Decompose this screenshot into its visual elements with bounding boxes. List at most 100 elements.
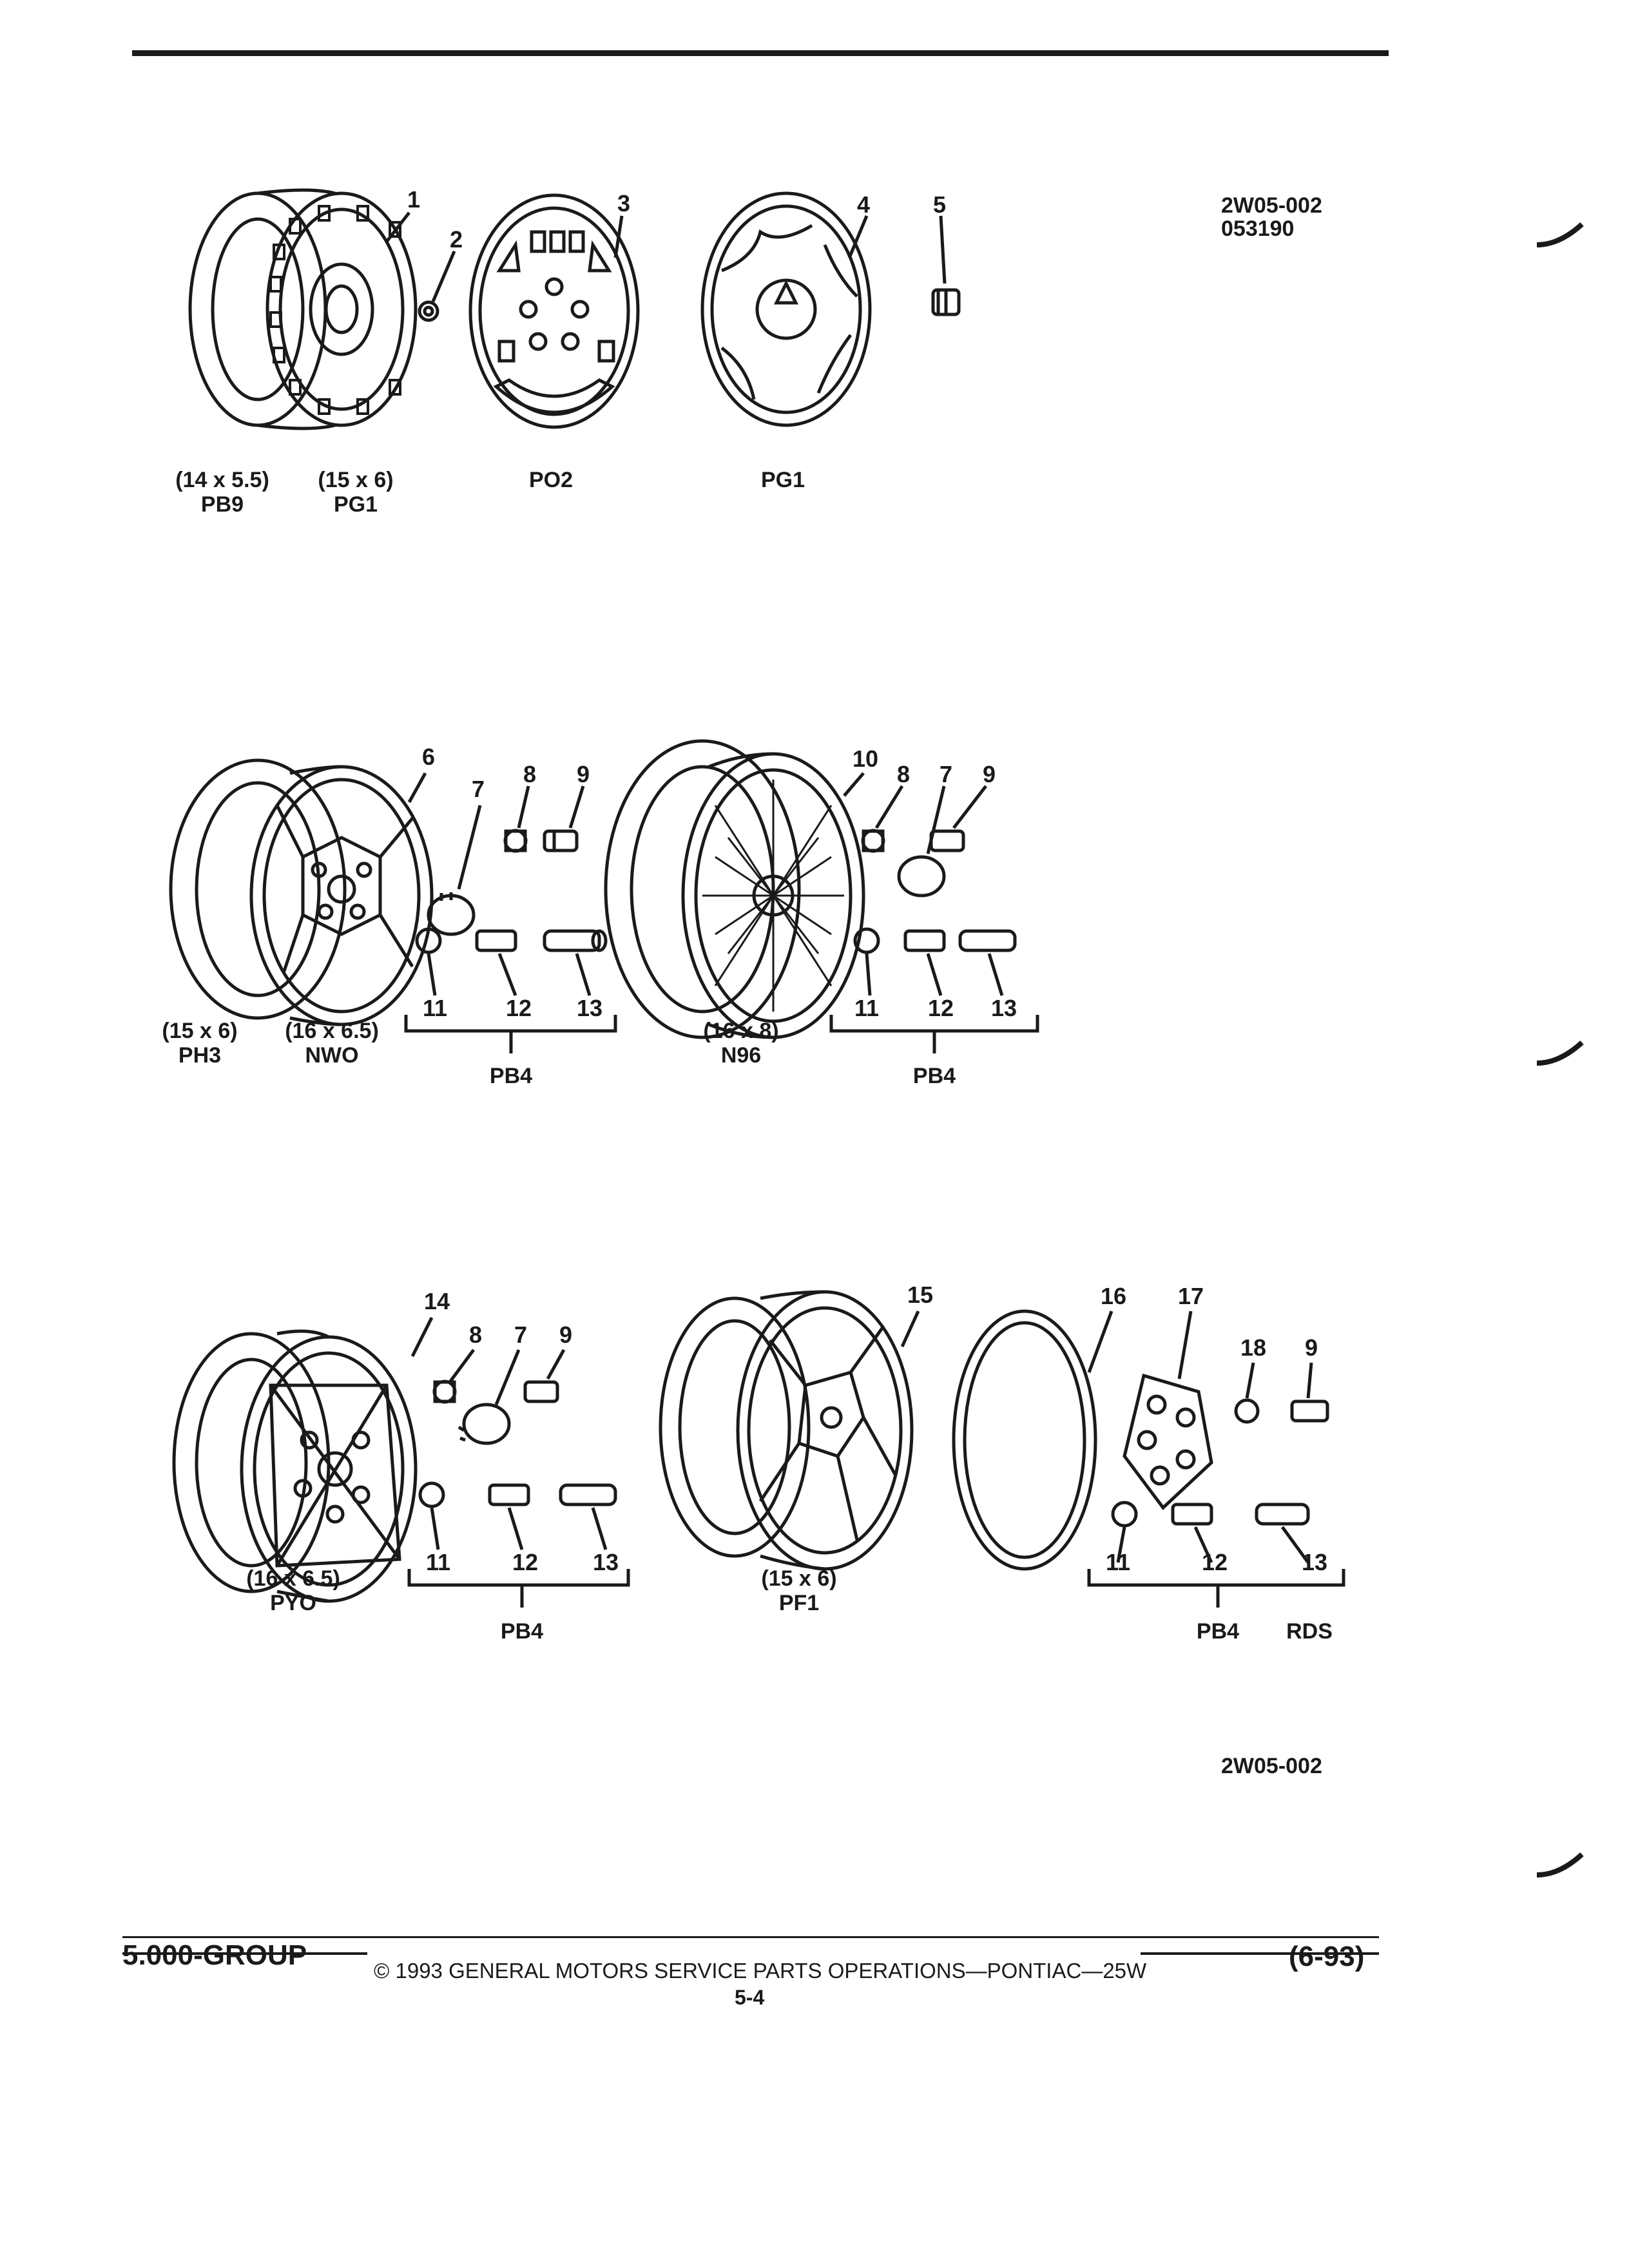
- callout-9: 9: [559, 1321, 573, 1348]
- size-label: (15 x 6): [318, 468, 394, 492]
- group-code: RDS: [1286, 1619, 1333, 1644]
- callout-12: 12: [1201, 1549, 1228, 1575]
- option-code: N96: [720, 1043, 762, 1068]
- lug-nut-8a: [503, 829, 528, 853]
- callout-6: 6: [421, 744, 436, 770]
- callout-9: 9: [1304, 1334, 1318, 1361]
- callout-13: 13: [592, 1549, 619, 1575]
- callout-8: 8: [523, 761, 537, 787]
- lug-nut-13b: [958, 929, 1017, 952]
- callout-7: 7: [514, 1321, 528, 1348]
- lug-nut-12b: [903, 929, 946, 952]
- callout-14: 14: [423, 1288, 450, 1314]
- callout-12: 12: [505, 995, 532, 1021]
- option-code: PH3: [178, 1043, 222, 1068]
- lock-nut-9b: [929, 829, 965, 852]
- size-label: (15 x 6): [761, 1566, 837, 1591]
- callout-11: 11: [425, 1549, 451, 1575]
- lug-nut-13c: [559, 1483, 617, 1506]
- binder-mark: [1536, 1852, 1584, 1878]
- callout-11: 11: [1105, 1549, 1131, 1575]
- group-code: PB4: [489, 1064, 533, 1088]
- binder-mark: [1536, 222, 1584, 247]
- lock-nut-9c: [523, 1380, 559, 1403]
- callout-9: 9: [576, 761, 590, 787]
- lug-nut-8c: [432, 1379, 457, 1404]
- callout-11: 11: [854, 995, 880, 1021]
- option-code: PYO: [270, 1591, 316, 1615]
- footer-rule-left: [122, 1952, 367, 1955]
- lug-nut-13d: [1255, 1503, 1310, 1526]
- illustration-code: 2W05-002: [1221, 193, 1322, 218]
- callout-7: 7: [939, 761, 953, 787]
- wheel-15: [659, 1290, 914, 1571]
- lug-nut-11b: [853, 927, 880, 954]
- lug-nut-11a: [415, 927, 442, 954]
- size-label: (16 x 8): [703, 1019, 779, 1043]
- callout-8: 8: [896, 761, 911, 787]
- callout-13: 13: [576, 995, 603, 1021]
- lug-nut-11c: [418, 1481, 445, 1508]
- callout-5: 5: [932, 191, 947, 218]
- callout-10: 10: [852, 745, 879, 772]
- lug-nut-12c: [488, 1483, 530, 1506]
- lug-nut-13a: [543, 929, 608, 952]
- wheel-cover-4: [700, 191, 872, 427]
- callout-2: 2: [449, 226, 463, 253]
- group-code: PB4: [500, 1619, 544, 1644]
- date-code: 053190: [1221, 216, 1295, 241]
- lug-nut-5: [931, 288, 961, 316]
- option-code: NWO: [305, 1043, 359, 1068]
- callout-18: 18: [1240, 1334, 1267, 1361]
- wheel-6: [169, 758, 434, 1026]
- group-code: PB4: [1196, 1619, 1240, 1644]
- lug-nut-12a: [475, 929, 517, 952]
- binder-mark: [1536, 1041, 1584, 1066]
- lock-nut-9a: [543, 829, 579, 852]
- wheel-cover-3: [468, 193, 640, 429]
- top-rule: [132, 50, 1389, 56]
- callout-11: 11: [422, 995, 448, 1021]
- footer-page-number: 5-4: [735, 1986, 765, 2009]
- center-plate-17: [1123, 1373, 1213, 1510]
- wheel-steel-1: [188, 188, 418, 430]
- lug-nut-12d: [1171, 1503, 1213, 1526]
- footer-rule-top: [122, 1936, 1379, 1938]
- callout-3: 3: [617, 190, 631, 216]
- footer-date: (6-93): [1289, 1941, 1365, 1972]
- callout-1: 1: [407, 186, 421, 213]
- footer-rule-right: [1141, 1952, 1379, 1955]
- callout-9: 9: [982, 761, 996, 787]
- size-label: (16 x 6.5): [246, 1566, 340, 1591]
- lug-nut-2: [418, 300, 439, 322]
- group-code: PB4: [912, 1064, 956, 1088]
- callout-15: 15: [907, 1282, 934, 1308]
- callout-17: 17: [1177, 1283, 1204, 1309]
- center-cap-7b: [897, 855, 946, 898]
- option-code: PF1: [778, 1591, 820, 1615]
- option-code: PG1: [760, 468, 805, 492]
- option-code: PB9: [200, 492, 244, 517]
- option-code: PO2: [528, 468, 574, 492]
- callout-13: 13: [990, 995, 1017, 1021]
- footer-copyright: © 1993 GENERAL MOTORS SERVICE PARTS OPER…: [374, 1959, 1147, 1983]
- callout-8: 8: [468, 1321, 483, 1348]
- size-label: (15 x 6): [162, 1019, 238, 1043]
- callout-13: 13: [1301, 1549, 1328, 1575]
- option-code: PG1: [333, 492, 378, 517]
- callout-7: 7: [471, 776, 485, 802]
- trim-ring-16: [952, 1309, 1097, 1571]
- size-label: (16 x 6.5): [285, 1019, 379, 1043]
- wheel-14: [172, 1329, 418, 1603]
- callout-16: 16: [1100, 1283, 1127, 1309]
- lug-nut-18: [1234, 1398, 1260, 1424]
- lug-nut-11d: [1111, 1501, 1138, 1528]
- center-cap-7c: [458, 1403, 511, 1445]
- illustration-code-bottom: 2W05-002: [1221, 1754, 1322, 1778]
- center-cap-7a: [427, 892, 476, 936]
- wheel-10: [604, 739, 865, 1039]
- callout-12: 12: [927, 995, 954, 1021]
- callout-4: 4: [856, 191, 871, 218]
- footer-group: 5.000-GROUP: [122, 1939, 307, 1971]
